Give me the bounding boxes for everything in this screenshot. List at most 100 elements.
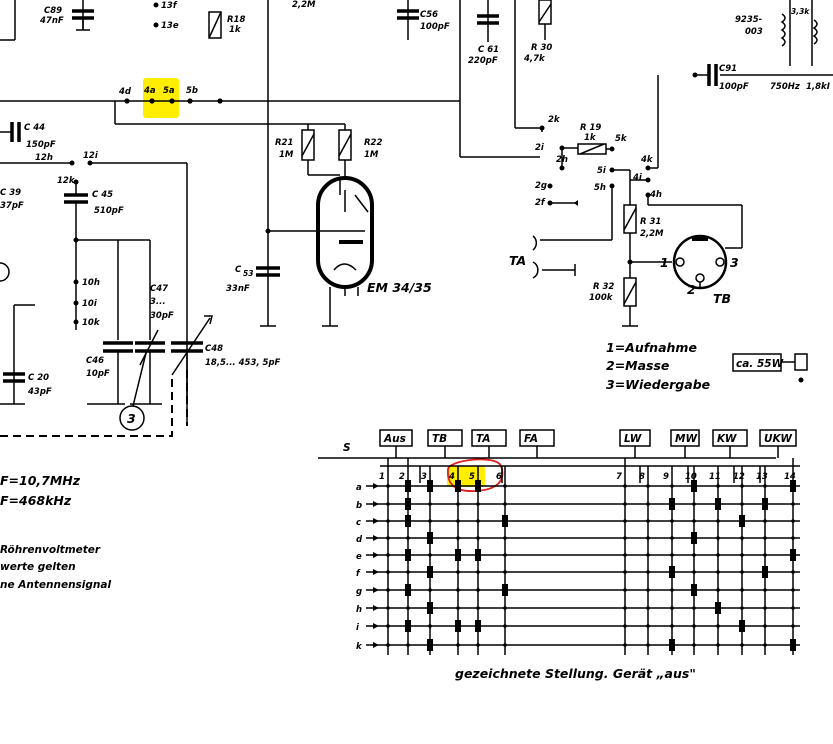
svg-text:TA: TA: [476, 433, 490, 445]
column-label-4: 4: [448, 472, 455, 482]
label-2i: 2i: [535, 143, 545, 153]
dashed-gang-link: [0, 376, 173, 437]
label-r19-value: 1k: [584, 133, 597, 143]
label-12k: 12k: [57, 176, 76, 186]
label-c39: C 39: [0, 188, 21, 198]
label-18k: 1,8kI: [806, 82, 830, 92]
label-c48-value: 18,5... 453, 5pF: [205, 358, 281, 368]
switch-contacts: [386, 480, 796, 651]
jack-ta-lower: [532, 261, 539, 279]
label-750hz: 750Hz: [770, 82, 800, 92]
column-label-3: 3: [421, 472, 427, 482]
tube-em34: [316, 176, 374, 289]
label-r19: R 19: [580, 123, 601, 133]
label-4h: 4h: [649, 190, 662, 200]
svg-text:Aus: Aus: [383, 433, 406, 445]
svg-text:UKW: UKW: [764, 433, 792, 445]
switch-row-lines: [366, 483, 800, 648]
tb-socket: [672, 234, 728, 290]
svg-text:KW: KW: [717, 433, 737, 445]
row-label-d: d: [356, 535, 363, 545]
label-c53-subscript: 53: [243, 269, 253, 278]
label-c44: C 44: [24, 123, 45, 133]
note-468khz: F=468kHz: [0, 493, 72, 508]
label-c91: C91: [719, 64, 737, 74]
switch-button-aus: Aus: [379, 429, 413, 458]
column-label-12: 12: [733, 472, 745, 482]
label-13f: 13f: [161, 1, 178, 11]
column-label-1: 1: [379, 472, 385, 482]
terminal-13f: [153, 2, 159, 8]
coil-left-edge: [0, 262, 10, 282]
label-c56-value: 100pF: [420, 22, 450, 32]
label-c89: C89: [44, 6, 62, 16]
legend-masse: 2=Masse: [606, 358, 669, 373]
label-4k: 4k: [640, 155, 654, 165]
terminal-13e: [153, 22, 159, 28]
label-r31: R 31: [640, 217, 661, 227]
label-5a: 5a: [163, 86, 175, 96]
label-switch-s: S: [343, 442, 351, 454]
column-label-14: 14: [784, 472, 796, 482]
capacitor-c46: [103, 341, 133, 353]
label-c45: C 45: [92, 190, 113, 200]
label-r32: R 32: [593, 282, 614, 292]
row-label-f: f: [356, 569, 361, 579]
label-c91-value: 100pF: [719, 82, 749, 92]
label-r22: R22: [364, 138, 382, 148]
label-c47-value-2: 30pF: [150, 311, 174, 321]
column-label-2: 2: [399, 472, 405, 482]
switch-terminals-4-5: [124, 98, 223, 104]
coil-9235: [780, 13, 786, 47]
label-10i: 10i: [82, 299, 98, 309]
label-r21: R21: [275, 138, 293, 148]
capacitor-c45: [64, 193, 88, 204]
label-tube-em34-35: EM 34/35: [367, 280, 432, 295]
switch-button-mw: MW: [670, 429, 700, 458]
label-r21-value: 1M: [279, 150, 294, 160]
switch-button-fa: FA: [519, 429, 555, 458]
label-power: ca. 55W: [736, 358, 784, 370]
capacitor-c53: [256, 266, 280, 277]
column-label-7: 7: [616, 472, 622, 482]
circle-marker-3: [119, 405, 145, 431]
capacitor-c56: [397, 9, 419, 20]
row-label-k: k: [356, 642, 363, 652]
label-r18-value: 1k: [229, 25, 242, 35]
column-label-6: 6: [496, 472, 502, 482]
label-10h: 10h: [82, 278, 100, 288]
label-12h: 12h: [35, 153, 53, 163]
label-c46-value: 10pF: [86, 369, 110, 379]
note-roehrenvoltmeter: Röhrenvoltmeter: [0, 544, 101, 556]
label-13e: 13e: [161, 21, 179, 31]
note-werte-gelten: werte gelten: [0, 561, 76, 573]
label-r40-value: 3,3k: [791, 7, 810, 16]
row-label-c: c: [356, 518, 361, 528]
svg-text:FA: FA: [524, 433, 538, 445]
label-5h: 5h: [594, 183, 606, 193]
note-antennensignal: ne Antennensignal: [0, 579, 111, 591]
label-c20: C 20: [28, 373, 49, 383]
label-12i: 12i: [83, 151, 99, 161]
note-10-7mhz: F=10,7MHz: [0, 473, 81, 488]
row-label-i: i: [356, 623, 360, 633]
label-9235: 9235-: [735, 15, 763, 25]
row-label-b: b: [356, 501, 362, 511]
label-tb: TB: [713, 291, 731, 306]
label-c45-value: 510pF: [94, 206, 124, 216]
label-c44-value: 150pF: [26, 140, 56, 150]
switch-button-ta: TA: [471, 429, 507, 458]
column-label-5: 5: [469, 472, 475, 482]
label-c56: C56: [420, 10, 438, 20]
jack-ta-upper: [532, 235, 538, 251]
column-label-11: 11: [709, 472, 721, 482]
label-c61-value: 220pF: [468, 56, 498, 66]
label-c47: C47: [150, 284, 168, 294]
label-r30: R 30: [531, 43, 552, 53]
legend-wiedergabe: 3=Wiedergabe: [606, 377, 710, 392]
label-pin-3: 3: [730, 255, 739, 270]
label-pin-2: 2: [687, 282, 696, 297]
capacitor-c44: [10, 122, 21, 142]
